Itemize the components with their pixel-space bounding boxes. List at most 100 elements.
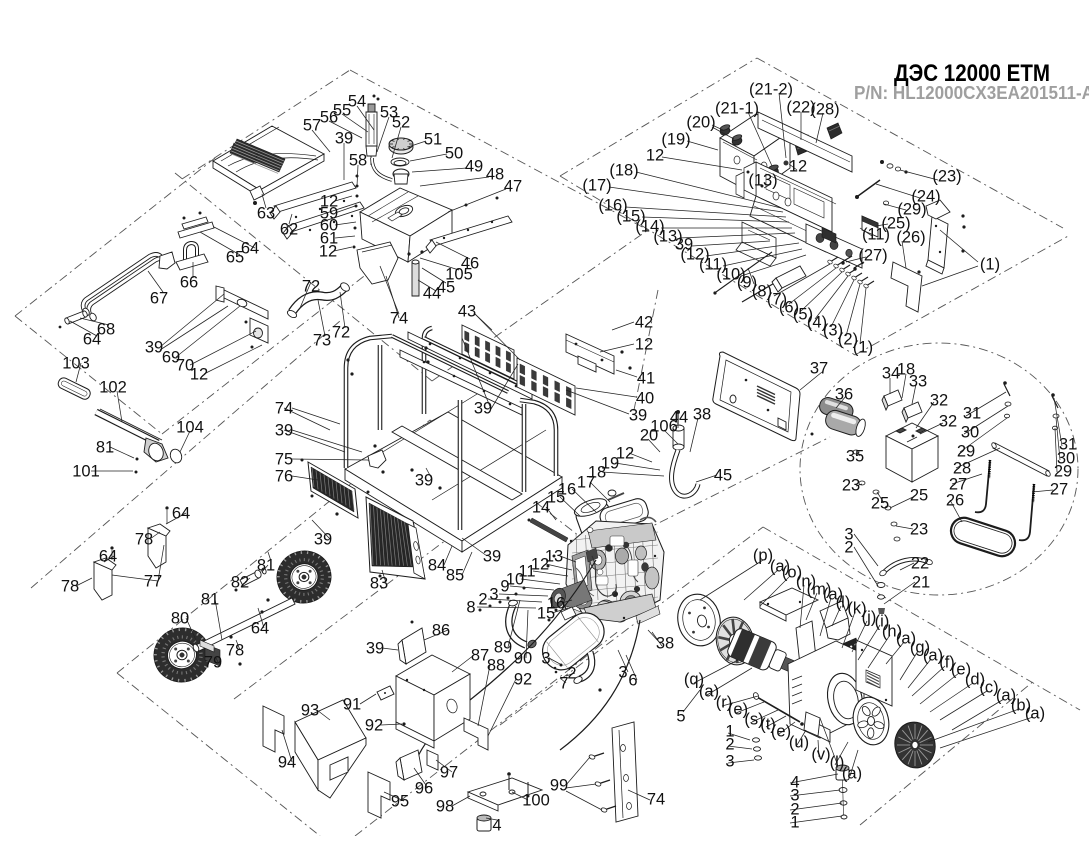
svg-text:2: 2 (844, 539, 853, 557)
svg-text:65: 65 (226, 249, 244, 267)
svg-text:73: 73 (313, 332, 331, 350)
svg-text:38: 38 (693, 406, 711, 424)
svg-text:36: 36 (835, 386, 853, 404)
svg-text:95: 95 (391, 793, 409, 811)
svg-text:8: 8 (466, 599, 475, 617)
svg-text:66: 66 (180, 274, 198, 292)
svg-text:39: 39 (483, 548, 501, 566)
svg-text:12: 12 (635, 336, 653, 354)
svg-text:93: 93 (301, 702, 319, 720)
svg-text:63: 63 (257, 205, 275, 223)
svg-text:(21-1): (21-1) (715, 100, 759, 118)
svg-text:12: 12 (646, 147, 664, 165)
svg-text:39: 39 (629, 407, 647, 425)
svg-text:91: 91 (343, 696, 361, 714)
svg-text:6: 6 (628, 672, 637, 690)
svg-text:47: 47 (504, 178, 522, 196)
svg-text:39: 39 (275, 422, 293, 440)
svg-text:39: 39 (415, 472, 433, 490)
svg-text:2: 2 (567, 665, 576, 683)
svg-text:35: 35 (846, 448, 864, 466)
svg-text:81: 81 (96, 439, 114, 457)
svg-text:33: 33 (909, 373, 927, 391)
svg-text:2: 2 (478, 591, 487, 609)
svg-text:39: 39 (314, 531, 332, 549)
svg-text:25: 25 (871, 495, 889, 513)
svg-text:72: 72 (302, 278, 320, 296)
svg-text:94: 94 (278, 754, 296, 772)
svg-text:64: 64 (251, 620, 269, 638)
svg-text:49: 49 (465, 158, 483, 176)
svg-text:52: 52 (392, 114, 410, 132)
svg-text:(19): (19) (661, 131, 690, 149)
svg-text:12: 12 (190, 366, 208, 384)
svg-text:3: 3 (489, 586, 498, 604)
svg-text:(11): (11) (862, 226, 890, 244)
svg-text:(a): (a) (842, 765, 862, 783)
svg-text:37: 37 (810, 360, 828, 378)
svg-text:(21-2): (21-2) (749, 81, 793, 99)
svg-text:82: 82 (231, 574, 249, 592)
svg-text:(27): (27) (858, 247, 887, 265)
svg-text:74: 74 (275, 400, 293, 418)
svg-text:(1): (1) (980, 256, 1000, 274)
svg-text:64: 64 (83, 331, 101, 349)
svg-text:42: 42 (635, 314, 653, 332)
svg-text:(20): (20) (686, 114, 715, 132)
svg-text:44: 44 (423, 285, 441, 303)
svg-text:99: 99 (550, 777, 568, 795)
svg-text:9: 9 (500, 578, 509, 596)
svg-text:41: 41 (637, 370, 655, 388)
svg-text:12: 12 (789, 158, 807, 176)
svg-text:3: 3 (618, 664, 627, 682)
svg-text:39: 39 (145, 339, 163, 357)
svg-text:43: 43 (458, 303, 476, 321)
svg-text:(17): (17) (582, 177, 611, 195)
svg-text:74: 74 (390, 310, 408, 328)
svg-text:103: 103 (62, 355, 90, 373)
svg-text:78: 78 (226, 642, 244, 660)
svg-text:75: 75 (275, 451, 293, 469)
svg-text:57: 57 (303, 117, 321, 135)
svg-text:39: 39 (335, 130, 353, 148)
svg-text:72: 72 (332, 324, 350, 342)
svg-text:98: 98 (436, 798, 454, 816)
svg-text:56: 56 (320, 109, 338, 127)
svg-text:(1): (1) (853, 339, 873, 357)
svg-text:(23): (23) (932, 168, 961, 186)
svg-text:101: 101 (72, 463, 100, 481)
svg-text:31: 31 (963, 405, 981, 423)
svg-text:21: 21 (912, 574, 930, 592)
svg-text:(u): (u) (789, 734, 809, 752)
svg-text:84: 84 (428, 557, 446, 575)
svg-text:7: 7 (559, 675, 568, 693)
svg-text:2: 2 (725, 736, 734, 754)
svg-text:83: 83 (370, 575, 388, 593)
svg-text:27: 27 (1050, 481, 1068, 499)
svg-text:39: 39 (474, 400, 492, 418)
svg-text:76: 76 (275, 468, 293, 486)
svg-text:45: 45 (714, 467, 732, 485)
svg-text:64: 64 (99, 548, 117, 566)
svg-text:38: 38 (656, 635, 674, 653)
svg-text:29: 29 (1054, 463, 1072, 481)
svg-text:15: 15 (537, 605, 555, 623)
svg-text:102: 102 (99, 379, 127, 397)
svg-text:40: 40 (636, 390, 654, 408)
svg-text:48: 48 (486, 166, 504, 184)
svg-text:(26): (26) (896, 229, 925, 247)
svg-text:100: 100 (522, 792, 550, 810)
svg-text:26: 26 (946, 492, 964, 510)
svg-text:23: 23 (842, 477, 860, 495)
svg-text:97: 97 (440, 764, 458, 782)
svg-text:4: 4 (492, 817, 501, 835)
svg-text:79: 79 (204, 654, 222, 672)
svg-text:96: 96 (415, 780, 433, 798)
svg-text:(18): (18) (609, 162, 638, 180)
svg-text:32: 32 (939, 413, 957, 431)
svg-text:78: 78 (61, 578, 79, 596)
svg-text:3: 3 (725, 753, 734, 771)
svg-text:22: 22 (911, 555, 929, 573)
svg-text:44: 44 (670, 409, 688, 427)
svg-text:51: 51 (424, 131, 442, 149)
